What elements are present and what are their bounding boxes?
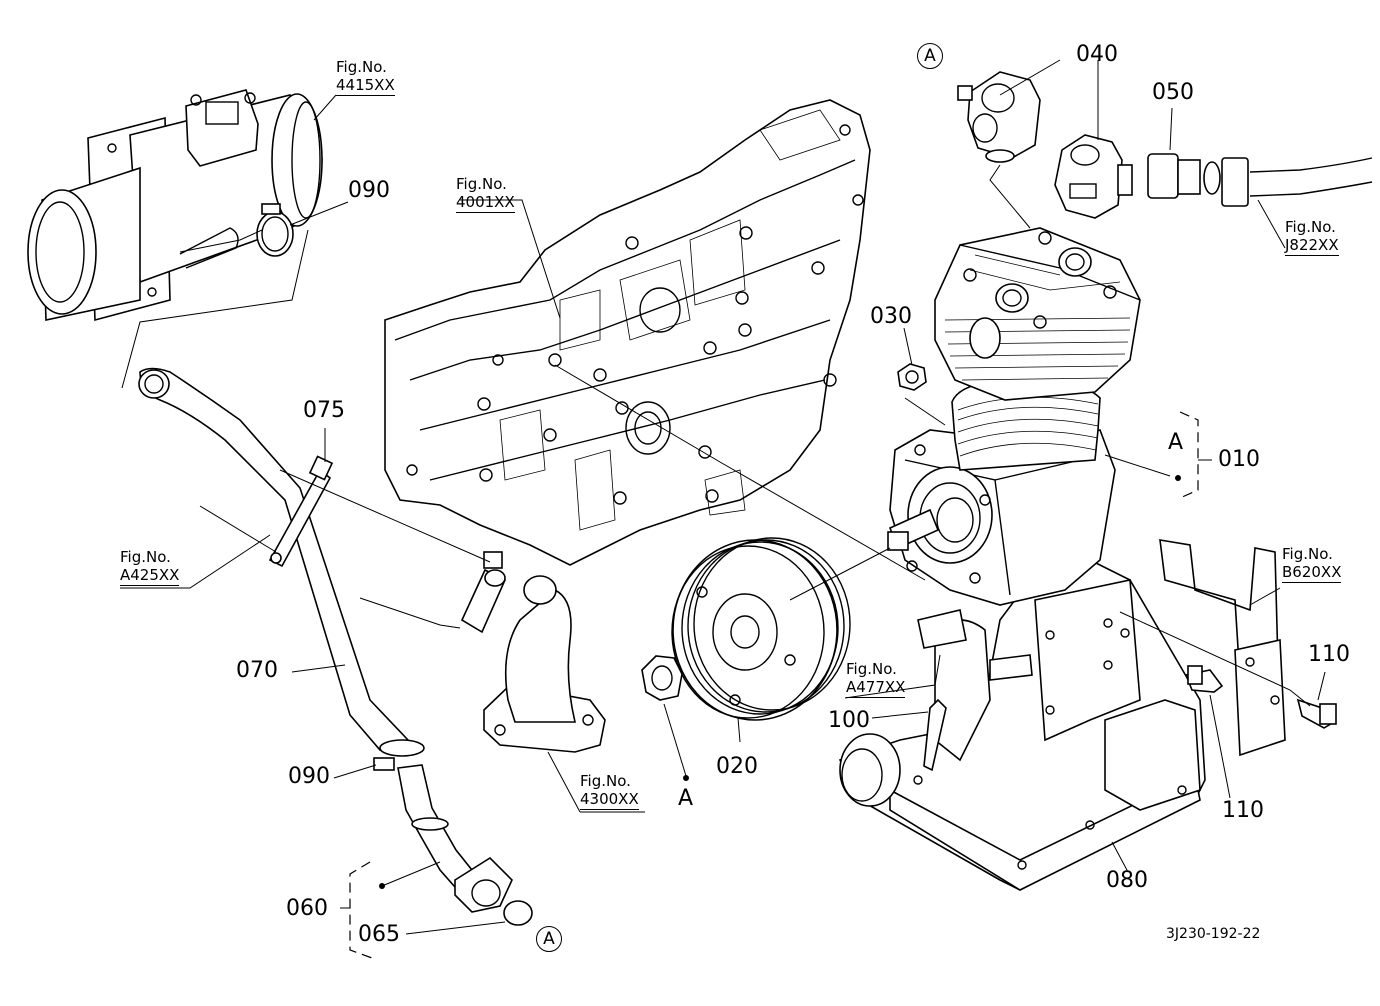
part-label-090-bottom: 090 bbox=[288, 764, 330, 789]
ref-dot-a-pulley bbox=[683, 775, 689, 781]
fitting-040-b bbox=[1054, 134, 1133, 219]
part-label-100: 100 bbox=[828, 708, 870, 733]
fig-ref-4001-number: 4001XX bbox=[456, 193, 515, 213]
part-label-040: 040 bbox=[1076, 42, 1118, 67]
part-label-050: 050 bbox=[1152, 80, 1194, 105]
stud-100 bbox=[923, 698, 947, 772]
fig-ref-A425-number: A425XX bbox=[120, 566, 180, 586]
leader-lines bbox=[120, 59, 1326, 959]
fig-ref-A477-label: Fig.No. bbox=[846, 660, 897, 678]
circled-ref-a-top: A bbox=[917, 43, 943, 69]
part-label-020: 020 bbox=[716, 754, 758, 779]
fig-ref-4300: Fig.No. 4300XX bbox=[580, 772, 639, 810]
bolt-110-a bbox=[1184, 665, 1224, 693]
fig-ref-B620: Fig.No. B620XX bbox=[1282, 545, 1342, 583]
ref-a-pulley: A bbox=[678, 786, 694, 811]
ref-dot-060 bbox=[379, 883, 385, 889]
part-label-070: 070 bbox=[236, 658, 278, 683]
pipe-060-nut bbox=[373, 739, 513, 913]
part-label-075: 075 bbox=[303, 398, 345, 423]
fig-ref-4415: Fig.No. 4415XX bbox=[336, 58, 395, 96]
fig-ref-A425: Fig.No. A425XX bbox=[120, 548, 180, 586]
water-outlet bbox=[483, 575, 606, 753]
fig-ref-4415-number: 4415XX bbox=[336, 76, 395, 96]
engine-block bbox=[384, 99, 871, 566]
fig-ref-A425-label: Fig.No. bbox=[120, 548, 171, 566]
o-ring-065 bbox=[503, 900, 533, 926]
fitting-050 bbox=[1147, 153, 1221, 199]
bracket-A477 bbox=[917, 609, 967, 649]
air-intake-housing bbox=[27, 89, 323, 322]
part-label-030: 030 bbox=[870, 304, 912, 329]
clamp-075 bbox=[268, 455, 334, 568]
fig-ref-B620-label: Fig.No. bbox=[1282, 545, 1333, 563]
compressor-010 bbox=[838, 227, 1206, 891]
part-label-110-bottom: 110 bbox=[1222, 798, 1264, 823]
nut-030 bbox=[897, 363, 927, 391]
fig-ref-4415-label: Fig.No. bbox=[336, 58, 387, 76]
hose-clamp-top bbox=[256, 203, 294, 257]
part-label-060: 060 bbox=[286, 896, 328, 921]
fig-ref-4001-label: Fig.No. bbox=[456, 175, 507, 193]
fig-ref-B620-number: B620XX bbox=[1282, 563, 1342, 583]
drawing-code: 3J230-192-22 bbox=[1166, 926, 1261, 942]
ref-dot-a-010 bbox=[1175, 475, 1181, 481]
fig-ref-J822-label: Fig.No. bbox=[1285, 218, 1336, 236]
bolt-110-b bbox=[1296, 698, 1337, 729]
ref-a-compressor: A bbox=[1168, 430, 1184, 455]
fig-ref-4300-label: Fig.No. bbox=[580, 772, 631, 790]
fig-ref-J822-number: J822XX bbox=[1285, 236, 1339, 256]
part-label-090-top: 090 bbox=[348, 178, 390, 203]
pulley-nut bbox=[641, 655, 683, 701]
fig-ref-A477-number: A477XX bbox=[846, 678, 906, 698]
outlet-hose-clamp bbox=[460, 551, 507, 634]
fig-ref-J822: Fig.No. J822XX bbox=[1285, 218, 1339, 256]
part-label-065: 065 bbox=[358, 922, 400, 947]
fig-ref-A477: Fig.No. A477XX bbox=[846, 660, 906, 698]
fig-ref-4001: Fig.No. 4001XX bbox=[456, 175, 515, 213]
pulley-020 bbox=[671, 537, 851, 721]
bracket-B620 bbox=[1159, 539, 1286, 757]
air-line-J822 bbox=[1221, 157, 1373, 207]
part-label-010: 010 bbox=[1218, 447, 1260, 472]
part-label-110-right: 110 bbox=[1308, 642, 1350, 667]
part-label-080: 080 bbox=[1106, 868, 1148, 893]
fig-ref-4300-number: 4300XX bbox=[580, 790, 639, 810]
fitting-040-a bbox=[957, 71, 1041, 163]
circled-ref-a-bottom: A bbox=[536, 926, 562, 952]
